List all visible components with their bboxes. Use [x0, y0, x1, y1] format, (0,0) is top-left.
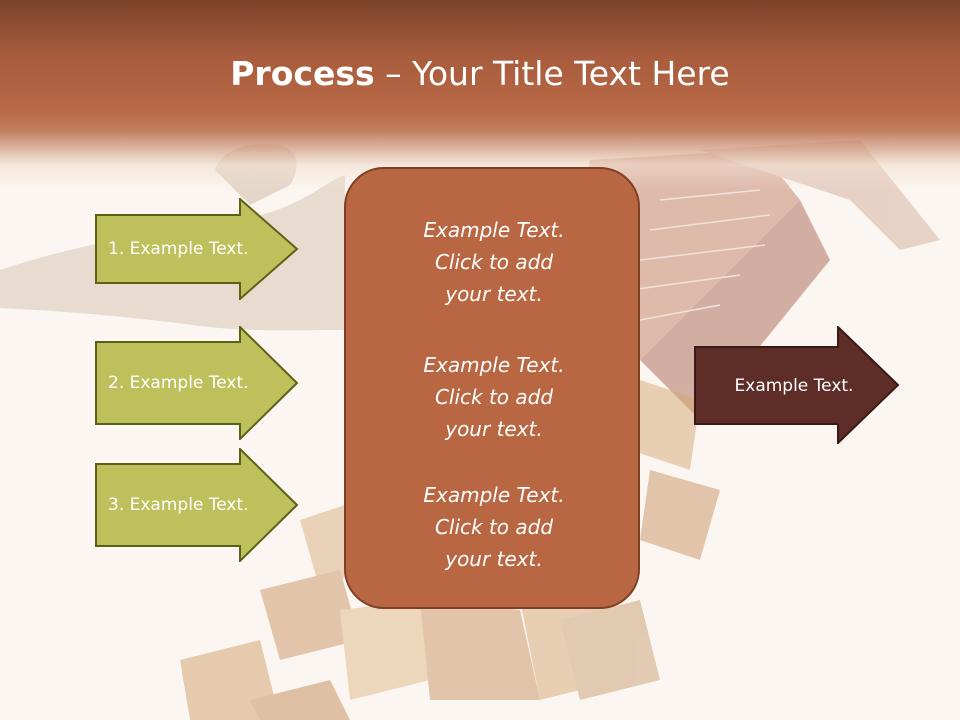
center-line: your text.	[445, 282, 543, 306]
center-line: your text.	[445, 547, 543, 571]
center-text-block-3: Example Text. Click to add your text.	[346, 479, 642, 575]
center-line: Click to add	[434, 250, 554, 274]
title-band	[0, 0, 960, 190]
left-arrow-label-3: 3. Example Text.	[108, 495, 249, 515]
title-rest: – Your Title Text Here	[374, 54, 730, 93]
right-arrow-label: Example Text.	[734, 375, 854, 396]
title-bold: Process	[230, 54, 375, 93]
center-line: Example Text.	[423, 353, 565, 377]
left-arrow-1[interactable]: 1. Example Text.	[95, 198, 299, 300]
center-text-block-2: Example Text. Click to add your text.	[346, 349, 642, 445]
arrow-shape-icon	[95, 448, 299, 562]
left-arrow-2[interactable]: 2. Example Text.	[95, 326, 299, 440]
right-arrow[interactable]: Example Text.	[694, 326, 900, 444]
center-line: Example Text.	[423, 218, 565, 242]
center-line: Click to add	[434, 385, 554, 409]
center-line: Example Text.	[423, 483, 565, 507]
arrow-shape-icon	[694, 326, 900, 444]
left-arrow-3[interactable]: 3. Example Text.	[95, 448, 299, 562]
center-line: Click to add	[434, 515, 554, 539]
center-content-box[interactable]: Example Text. Click to add your text. Ex…	[344, 167, 640, 609]
left-arrow-label-2: 2. Example Text.	[108, 373, 249, 393]
center-text-block-1: Example Text. Click to add your text.	[346, 214, 642, 310]
center-line: your text.	[445, 417, 543, 441]
slide-title[interactable]: Process – Your Title Text Here	[0, 50, 960, 98]
arrow-shape-icon	[95, 326, 299, 440]
left-arrow-label-1: 1. Example Text.	[108, 239, 249, 259]
arrow-shape-icon	[95, 198, 299, 300]
